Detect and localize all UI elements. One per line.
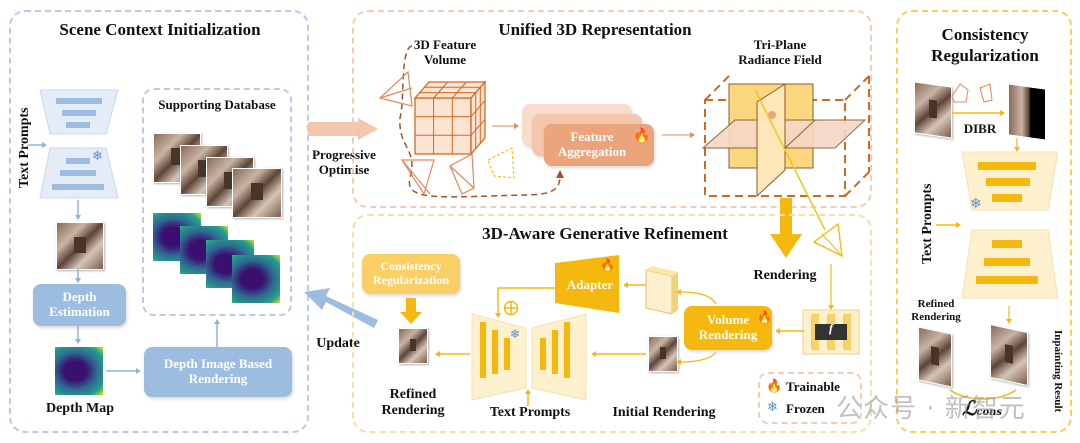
arrow-initial-to-unet bbox=[591, 351, 646, 357]
depth-map-label: Depth Map bbox=[45, 401, 115, 416]
arrow-depth-est-to-map bbox=[75, 326, 81, 344]
inpainting-result-label: Inpainting Result bbox=[1052, 330, 1064, 413]
arrow-warped-to-inpaint bbox=[1014, 138, 1020, 152]
feature-map-block bbox=[645, 266, 678, 315]
mlp-f-block bbox=[802, 309, 860, 355]
dibr-label: DIBR bbox=[963, 121, 997, 136]
feature-volume-label: 3D Feature Volume bbox=[413, 37, 477, 67]
arrow-unet-to-refined bbox=[435, 351, 470, 357]
dibr-cameras bbox=[951, 83, 993, 103]
legend-frozen-label: Frozen bbox=[786, 401, 825, 416]
arrow-text-to-model bbox=[28, 142, 47, 148]
unet-model bbox=[471, 313, 587, 401]
consistency-panel bbox=[896, 10, 1072, 433]
scene-context-title: Scene Context Initialization bbox=[59, 20, 261, 39]
adapter-shape bbox=[555, 255, 619, 313]
consistency-down-arrow bbox=[400, 298, 422, 324]
consistency-loss-arc bbox=[949, 389, 1017, 400]
arrow-feature-to-adapter bbox=[623, 282, 646, 288]
depth-estimation-box: Depth Estimation bbox=[33, 284, 126, 326]
legend-trainable-label: Trainable bbox=[786, 379, 840, 394]
database-image-4 bbox=[232, 168, 282, 218]
arrow-mlp-to-volume bbox=[775, 328, 804, 334]
volume-rendering-box: Volume Rendering bbox=[684, 306, 772, 350]
progressive-optimise-label: Progressive Optimise bbox=[312, 147, 376, 177]
arrow-model-to-image bbox=[75, 200, 81, 220]
snowflake-icon: ❄ bbox=[92, 148, 103, 163]
adapter-fire-icon: 🔥 bbox=[600, 258, 615, 272]
generated-image bbox=[56, 222, 104, 270]
consistency-text-prompts-label: Text Prompts bbox=[920, 183, 935, 265]
refined-rendering-image bbox=[398, 328, 428, 364]
update-arrow bbox=[304, 288, 378, 328]
dibr-arrow bbox=[952, 110, 1005, 116]
volume-fire-icon: 🔥 bbox=[757, 310, 772, 324]
inpainting-snowflake-icon: ❄ bbox=[970, 197, 982, 212]
arrow-aggregation-to-triplane bbox=[662, 132, 695, 138]
trainable-fire-icon: 🔥 bbox=[633, 129, 651, 144]
legend-box bbox=[758, 372, 862, 424]
consistency-source-image bbox=[914, 81, 952, 139]
triplane-label: Tri-Plane Radiance Field bbox=[738, 37, 822, 67]
triplane-radiance-field bbox=[701, 75, 870, 231]
refinement-panel bbox=[352, 214, 872, 433]
warped-image bbox=[1008, 83, 1046, 141]
adapter-label: Adapter bbox=[566, 277, 614, 292]
refined-rendering-label: Refined Rendering bbox=[381, 387, 445, 419]
feature-volume-cube bbox=[378, 45, 564, 198]
mlp-f-symbol: f bbox=[829, 321, 833, 335]
unet-text-prompts-label: Text Prompts bbox=[489, 405, 571, 420]
inpainting-model bbox=[961, 151, 1059, 299]
loss-subscript: cons bbox=[976, 407, 1003, 418]
database-depth-4 bbox=[232, 255, 280, 303]
dibr-box: Depth Image Based Rendering bbox=[144, 347, 292, 397]
unified-3d-title: Unified 3D Representation bbox=[498, 20, 692, 39]
loss-symbol: ℒ bbox=[962, 396, 977, 420]
initial-rendering-label: Initial Rendering bbox=[612, 405, 716, 420]
arrow-text-to-unet bbox=[525, 389, 531, 406]
unified-3d-panel bbox=[352, 10, 872, 208]
arrow-image-to-depth-est bbox=[75, 268, 81, 283]
update-label: Update bbox=[316, 336, 360, 351]
camera-render-icon bbox=[812, 222, 843, 258]
initial-rendering-image bbox=[648, 336, 678, 372]
add-operator-icon bbox=[503, 300, 519, 316]
arrows-volume-out bbox=[676, 289, 717, 365]
refinement-title: 3D-Aware Generative Refinement bbox=[482, 224, 728, 243]
watermark-text: 公众号 · 新智元 bbox=[836, 394, 1026, 424]
consistency-refined-image bbox=[918, 326, 952, 388]
consistency-title: Consistency Regularization bbox=[931, 25, 1039, 66]
scene-context-panel bbox=[9, 10, 309, 433]
arrow-text-to-inpaint bbox=[936, 222, 961, 228]
legend-fire-icon: 🔥 bbox=[766, 378, 783, 393]
legend-snowflake-icon: ❄ bbox=[767, 399, 778, 414]
supporting-database-label: Supporting Database bbox=[158, 97, 276, 112]
arrow-camera-to-mlp bbox=[828, 264, 834, 310]
progressive-optimise-arrow bbox=[308, 118, 378, 140]
consistency-refined-label: Refined Rendering bbox=[911, 298, 961, 323]
diffusion-model-blue bbox=[39, 89, 119, 199]
arrow-adapter-to-unet bbox=[495, 287, 558, 318]
inpainting-result-image bbox=[990, 323, 1028, 387]
supporting-database-panel bbox=[142, 88, 292, 316]
arrow-dibr-to-database bbox=[214, 319, 220, 347]
depth-map-image bbox=[55, 347, 103, 395]
consistency-loss-label: ℒcons bbox=[962, 396, 1002, 420]
arrow-map-to-dibr bbox=[106, 368, 141, 374]
rendering-label: Rendering bbox=[753, 268, 817, 283]
rendering-down-arrow bbox=[770, 198, 802, 258]
unet-snowflake-icon: ❄ bbox=[510, 327, 521, 341]
feature-aggregation-box: Feature Aggregation bbox=[544, 124, 654, 166]
consistency-regularization-box: Consistency Regularization bbox=[362, 254, 460, 294]
arrow-inpaint-to-result bbox=[1006, 306, 1012, 324]
